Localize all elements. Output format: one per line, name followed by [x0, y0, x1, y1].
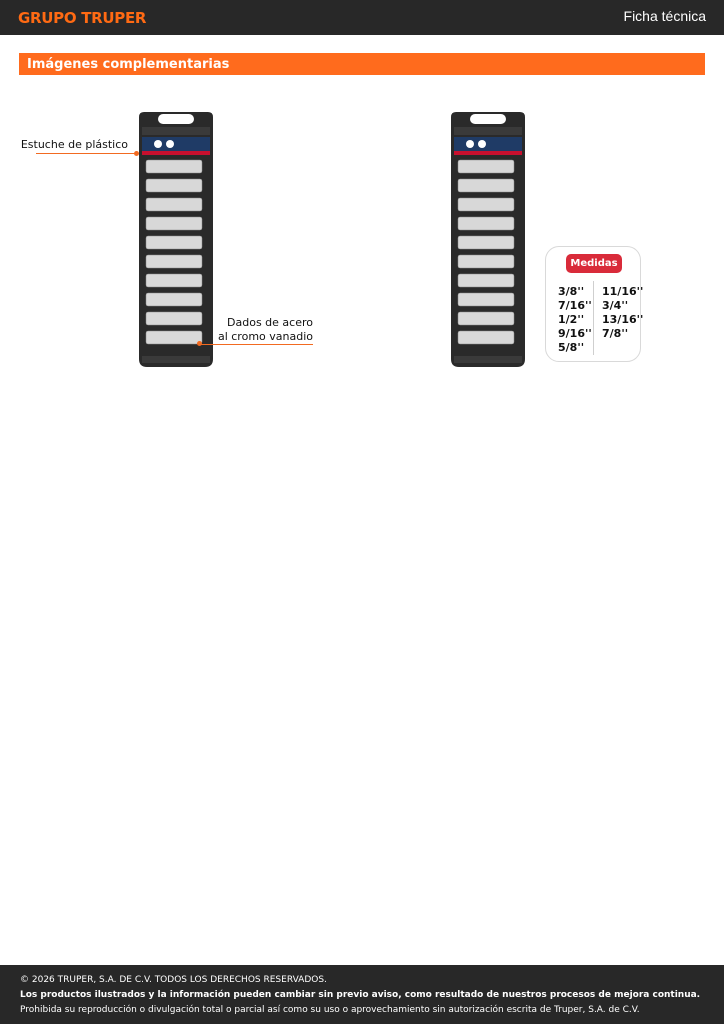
annotation-sockets-leader	[200, 344, 313, 345]
annotation-sockets-label-line1: Dados de acero	[227, 316, 313, 329]
measure-item: 7/16''	[558, 299, 592, 312]
product-image-left	[139, 112, 213, 367]
measure-item: 9/16''	[558, 327, 592, 340]
annotation-sockets-label-line2: al cromo vanadio	[217, 330, 313, 343]
measures-column-1: 3/8'' 7/16'' 1/2'' 9/16'' 5/8''	[558, 285, 592, 355]
measure-item: 3/8''	[558, 285, 585, 298]
measure-item: 1/2''	[558, 313, 585, 326]
product-image-right	[451, 112, 525, 367]
section-title: Imágenes complementarias	[27, 57, 230, 72]
annotation-case-leader	[36, 153, 136, 154]
footer-copyright: © 2026 TRUPER, S.A. DE C.V. TODOS LOS DE…	[20, 975, 327, 985]
annotation-sockets-dot	[197, 341, 202, 346]
document-type-label: Ficha técnica	[623, 8, 706, 24]
measures-card: Medidas 3/8'' 7/16'' 1/2'' 9/16'' 5/8'' …	[545, 246, 643, 362]
measure-item: 13/16''	[602, 313, 644, 326]
header-bar: GRUPO TRUPER Ficha técnica	[0, 0, 724, 35]
footer-notice: Los productos ilustrados y la informació…	[20, 990, 701, 1000]
footer: © 2026 TRUPER, S.A. DE C.V. TODOS LOS DE…	[0, 965, 724, 1024]
measure-item: 5/8''	[558, 341, 585, 354]
annotation-case-label: Estuche de plástico	[20, 138, 128, 151]
annotation-case-dot	[134, 151, 139, 156]
brand-logo[interactable]: GRUPO TRUPER	[18, 9, 147, 27]
measure-item: 7/8''	[602, 327, 629, 340]
footer-legal: Prohibida su reproducción o divulgación …	[20, 1005, 640, 1015]
measures-divider	[593, 281, 594, 355]
measure-item: 11/16''	[602, 285, 644, 298]
measure-item: 3/4''	[602, 299, 629, 312]
section-header: Imágenes complementarias	[19, 53, 705, 75]
measures-title: Medidas	[566, 254, 622, 273]
measures-column-2: 11/16'' 3/4'' 13/16'' 7/8''	[602, 285, 643, 341]
